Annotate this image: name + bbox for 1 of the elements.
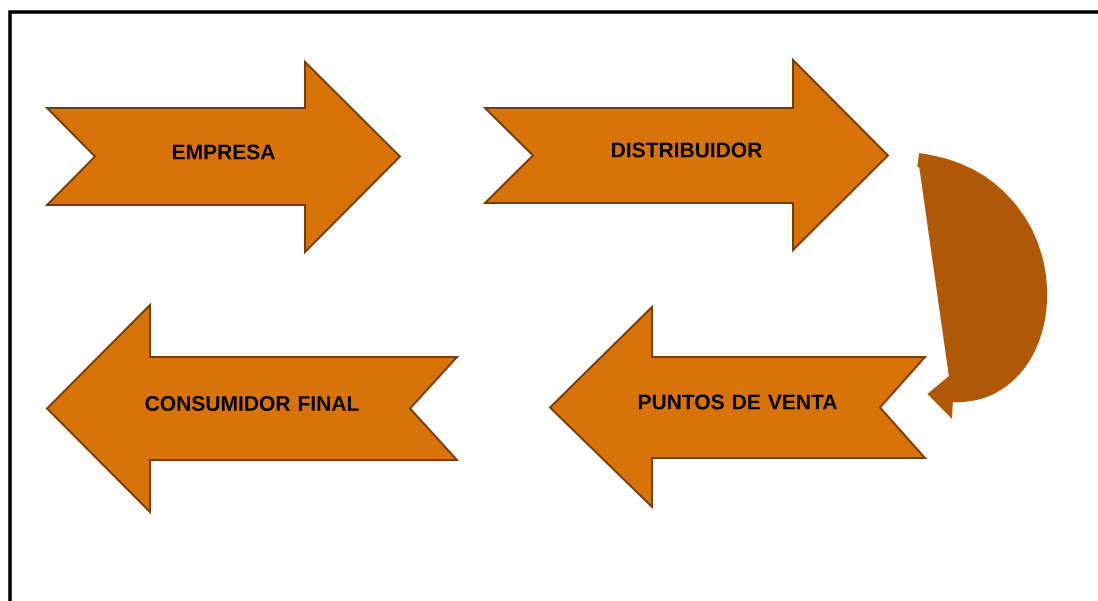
- curved-arrow: [916, 153, 1047, 420]
